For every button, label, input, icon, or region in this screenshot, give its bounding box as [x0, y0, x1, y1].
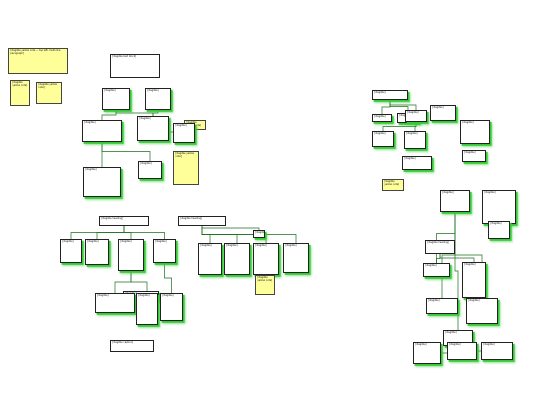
- connector-line: [454, 212, 459, 330]
- connector-line: [130, 271, 148, 293]
- connector-line: [114, 271, 132, 293]
- diagram-node[interactable]: [illegible]: [95, 293, 135, 313]
- diagram-node[interactable]: [illegible]: [138, 161, 162, 179]
- connector-line: [439, 254, 475, 262]
- diagram-node[interactable]: [illegible]: [466, 298, 498, 324]
- diagram-node[interactable]: [illegible]: [405, 110, 427, 122]
- connector-line: [381, 100, 391, 114]
- diagram-node[interactable]: [illegible]: [404, 131, 426, 149]
- diagram-node[interactable]: [illegible]: [253, 243, 279, 275]
- sticky-note[interactable]: [illegible yellow note]: [382, 179, 404, 191]
- text-label[interactable]: [illegible heading]: [178, 216, 226, 226]
- connector-line: [441, 212, 456, 298]
- diagram-node[interactable]: [illegible]: [481, 342, 513, 360]
- diagram-node[interactable]: [illegible]: [413, 342, 441, 364]
- connector-line: [101, 110, 117, 120]
- diagram-node[interactable]: [illegible]: [83, 167, 121, 197]
- connector-line: [96, 226, 125, 239]
- diagram-node[interactable]: [illegible]: [462, 150, 486, 162]
- diagram-node[interactable]: [illegible]: [153, 239, 176, 263]
- sticky-note[interactable]: [illegible yellow note]: [173, 151, 199, 185]
- connector-line: [123, 226, 165, 239]
- connector-line: [201, 226, 260, 230]
- diagram-node[interactable]: [illegible]: [253, 230, 265, 238]
- diagram-node[interactable]: [illegible]: [82, 120, 122, 142]
- sticky-note[interactable]: [illegible yellow note]: [10, 80, 30, 106]
- diagram-node[interactable]: [illegible]: [283, 243, 309, 273]
- diagram-node[interactable]: [illegible]: [430, 105, 456, 121]
- text-label[interactable]: [illegible caption]: [110, 340, 154, 352]
- diagram-node[interactable]: [illegible]: [145, 88, 171, 110]
- diagram-node[interactable]: [illegible]: [402, 156, 432, 170]
- text-label[interactable]: [illegible heading]: [425, 240, 455, 254]
- diagram-node[interactable]: [illegible]: [440, 190, 470, 212]
- connector-line: [436, 254, 441, 263]
- diagram-node[interactable]: [illegible]: [198, 243, 222, 275]
- diagram-node[interactable]: [illegible]: [482, 190, 516, 224]
- diagram-node[interactable]: [illegible]: [426, 298, 458, 314]
- sticky-note[interactable]: [illegible yellow note]: [36, 82, 62, 104]
- diagram-node[interactable]: [illegible]: [173, 123, 195, 143]
- text-label[interactable]: [illegible text block]: [110, 54, 160, 78]
- diagram-node[interactable]: [illegible]: [85, 239, 109, 265]
- diagram-node[interactable]: [illegible]: [488, 221, 510, 239]
- diagram-node[interactable]: [illegible]: [372, 131, 394, 147]
- connector-line: [382, 122, 417, 131]
- diagram-node[interactable]: [illegible]: [372, 114, 392, 122]
- diagram-node[interactable]: [illegible]: [372, 90, 408, 100]
- diagram-node[interactable]: [illegible]: [118, 239, 144, 271]
- sticky-note[interactable]: [illegible yellow note]: [255, 275, 275, 295]
- connector-line: [201, 226, 297, 243]
- diagram-node[interactable]: [illegible]: [447, 342, 477, 360]
- diagram-node[interactable]: [illegible]: [462, 262, 486, 298]
- connector-line: [389, 100, 417, 110]
- connector-line: [152, 110, 159, 116]
- diagram-node[interactable]: [illegible]: [460, 120, 490, 144]
- diagram-node[interactable]: [illegible]: [60, 239, 82, 263]
- diagram-node[interactable]: [illegible]: [136, 293, 158, 325]
- sticky-note[interactable]: [illegible yellow note — top left, multi…: [8, 48, 68, 74]
- diagram-node[interactable]: [illegible]: [102, 88, 130, 110]
- text-label[interactable]: [illegible heading]: [99, 216, 149, 226]
- diagram-node[interactable]: [illegible]: [160, 293, 183, 321]
- diagram-node[interactable]: [illegible]: [137, 116, 169, 141]
- diagram-node[interactable]: [illegible]: [423, 263, 450, 277]
- diagram-node[interactable]: [illegible]: [224, 243, 250, 275]
- connector-line: [414, 122, 417, 131]
- connector-line: [164, 263, 172, 293]
- connector-line: [101, 142, 151, 161]
